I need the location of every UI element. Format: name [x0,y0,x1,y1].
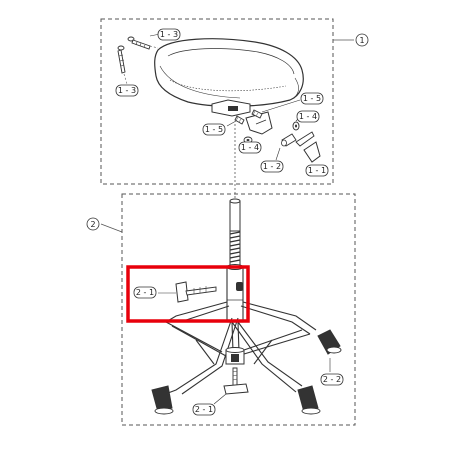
callout-1-5-left: 1 - 5 [202,123,226,136]
spacer-1-2 [281,133,297,147]
svg-text:2: 2 [90,220,95,229]
bolt-1-3-lower [117,45,126,74]
svg-text:2 - 2: 2 - 2 [323,375,341,384]
group-2-callout: 2 [86,217,100,231]
washer-1-4-right [292,121,300,131]
svg-text:1: 1 [359,36,364,45]
t-bolt-2-1-upper [175,281,217,303]
group-2-leader [100,223,123,233]
bolt-1-5-left [234,115,245,125]
callout-1-3-upper: 1 - 3 [157,28,181,41]
callout-2-2: 2 - 2 [320,373,344,386]
rubber-foot-right [297,385,321,415]
svg-text:2 - 1: 2 - 1 [136,288,154,297]
seat-bracket [211,99,273,135]
callout-2-1-upper: 2 - 1 [133,286,157,299]
callout-1-4-right: 1 - 4 [296,110,320,123]
seat-cushion [154,38,304,107]
svg-text:1 - 5: 1 - 5 [205,125,223,134]
t-bolt-2-1-lower [223,367,249,395]
svg-text:1 - 5: 1 - 5 [303,94,321,103]
bolt-1-3-upper [127,36,151,50]
rubber-foot-left [151,385,174,415]
callout-2-1-lower: 2 - 1 [192,403,216,416]
svg-text:1 - 2: 1 - 2 [263,162,281,171]
lock-collar [226,264,244,323]
seat-group-box [100,18,334,185]
base-group-box [121,193,356,426]
svg-text:2 - 1: 2 - 1 [195,405,213,414]
svg-text:1 - 4: 1 - 4 [241,143,259,152]
group-1-callout: 1 [355,33,369,47]
callout-1-1: 1 - 1 [305,164,329,177]
bolt-1-5-right [251,109,263,119]
svg-text:1 - 1: 1 - 1 [308,166,326,175]
callout-1-4-left: 1 - 4 [238,141,262,154]
t-knob-1-1 [295,131,321,163]
base-hub [225,347,245,365]
callout-1-5-right: 1 - 5 [300,92,324,105]
rubber-foot-2-2 [317,329,342,355]
highlight-box [126,265,250,323]
svg-text:1 - 4: 1 - 4 [299,112,317,121]
threaded-column [229,198,241,266]
callout-1-3-lower: 1 - 3 [115,84,139,97]
callout-1-2: 1 - 2 [260,160,284,173]
svg-text:1 - 3: 1 - 3 [118,86,136,95]
svg-text:1 - 3: 1 - 3 [160,30,178,39]
